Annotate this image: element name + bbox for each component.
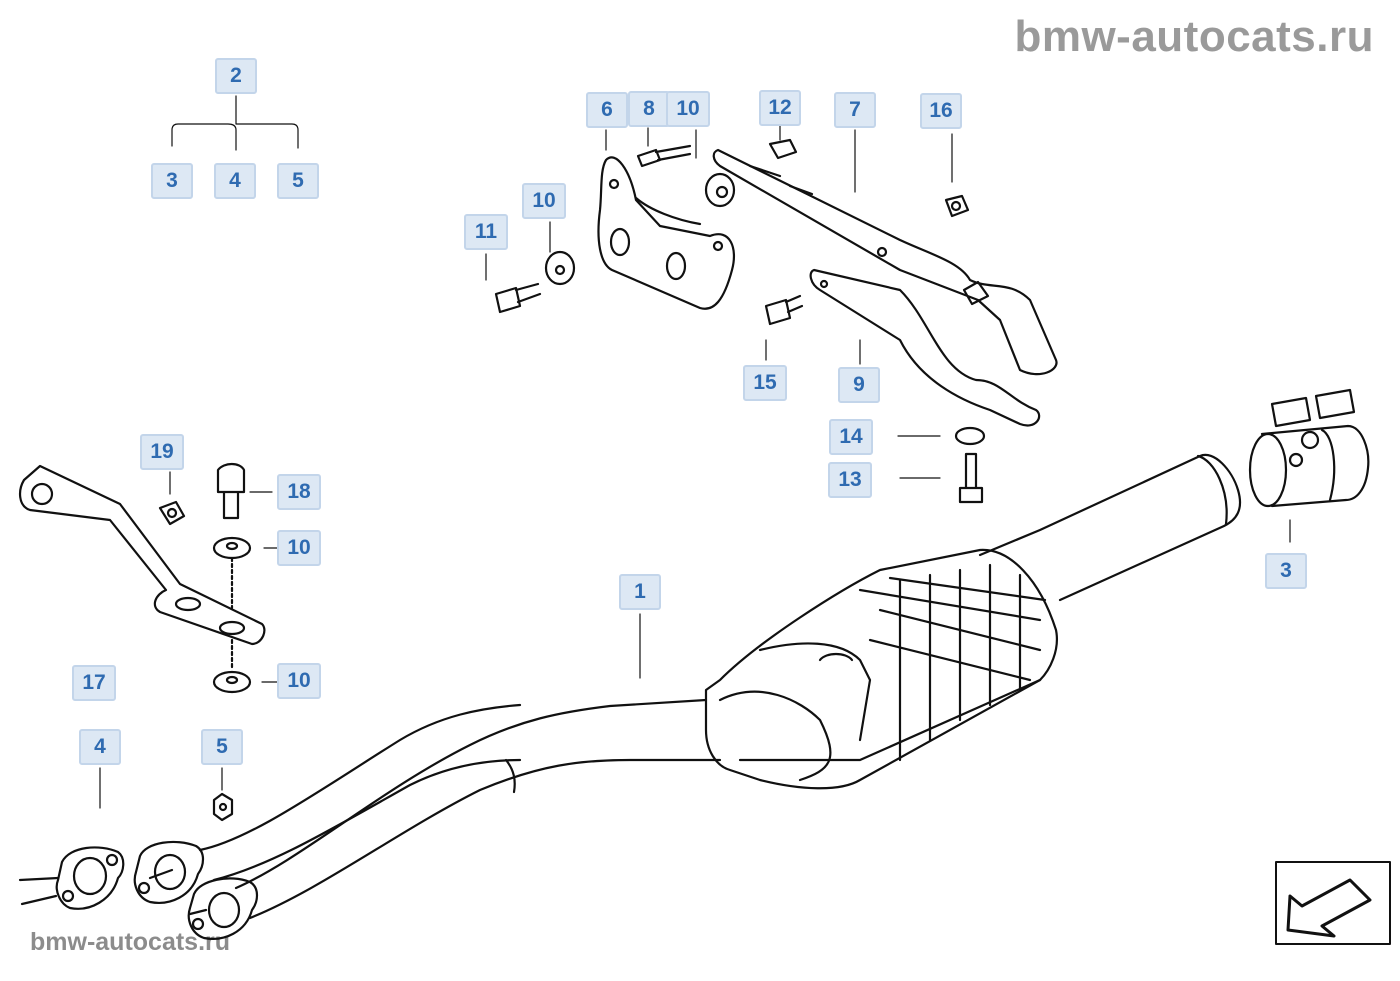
callout-1[interactable]: 1 (619, 574, 661, 610)
callout-15[interactable]: 15 (743, 365, 787, 401)
callout-10-washer-lower[interactable]: 10 (277, 663, 321, 699)
callout-18[interactable]: 18 (277, 474, 321, 510)
callout-4-gasket[interactable]: 4 (79, 729, 121, 765)
callout-2[interactable]: 2 (215, 58, 257, 94)
callout-19[interactable]: 19 (140, 434, 184, 470)
callout-7[interactable]: 7 (834, 92, 876, 128)
hanger-bracket-7-9 (712, 148, 1058, 427)
next-page-arrow-icon (1275, 861, 1391, 945)
callout-5-nut[interactable]: 5 (201, 729, 243, 765)
callout-4[interactable]: 4 (214, 163, 256, 199)
bracket-6 (597, 156, 736, 310)
callout-3[interactable]: 3 (151, 163, 193, 199)
exhaust-clamp (1248, 388, 1370, 508)
callout-13[interactable]: 13 (828, 462, 872, 498)
callout-10-washer-upper[interactable]: 10 (277, 530, 321, 566)
flange-gaskets (18, 840, 259, 940)
callout-14[interactable]: 14 (829, 419, 873, 455)
callout-12[interactable]: 12 (759, 90, 801, 126)
callout-8[interactable]: 8 (628, 91, 670, 127)
callout-10-mid[interactable]: 10 (522, 183, 566, 219)
callout-5[interactable]: 5 (277, 163, 319, 199)
callout-3-clamp[interactable]: 3 (1265, 553, 1307, 589)
callout-16[interactable]: 16 (920, 93, 962, 129)
support-bracket-19 (18, 462, 266, 822)
front-pipe (198, 698, 722, 920)
callout-17[interactable]: 17 (72, 665, 116, 701)
catalytic-converter (704, 453, 1242, 790)
callout-11[interactable]: 11 (464, 214, 508, 250)
watermark-top: bmw-autocats.ru (1014, 12, 1374, 61)
callout-10-top[interactable]: 10 (666, 91, 710, 127)
fasteners (494, 138, 986, 504)
callout-6[interactable]: 6 (586, 92, 628, 128)
leader-lines (99, 95, 1291, 809)
callout-9[interactable]: 9 (838, 367, 880, 403)
